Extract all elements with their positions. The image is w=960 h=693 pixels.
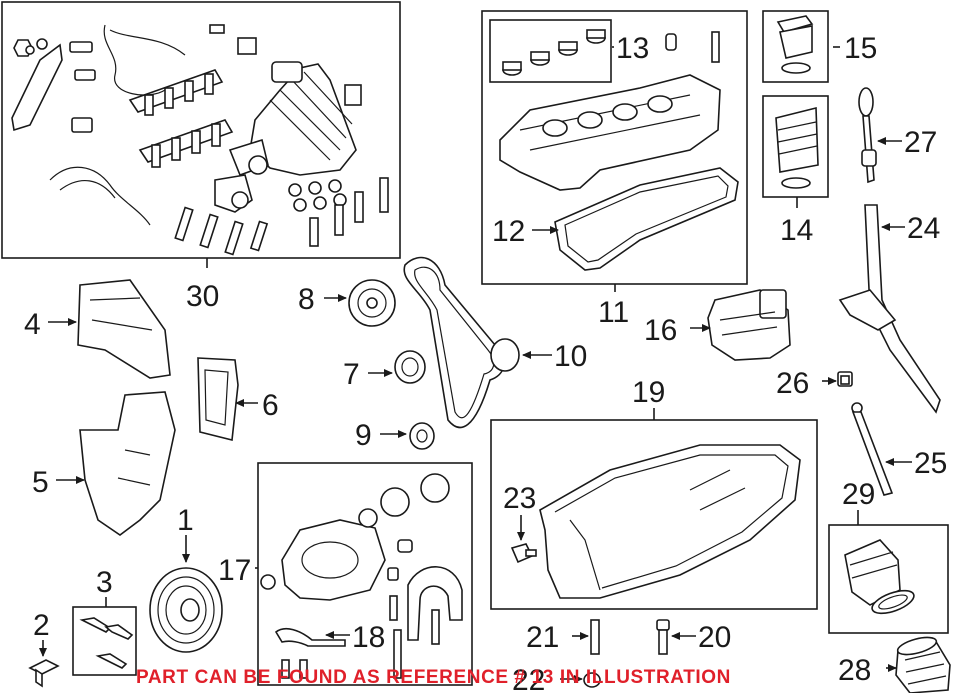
dipstick-group[interactable]: 27 24 26 25: [776, 87, 947, 496]
drain-plug-drawing: [510, 543, 537, 564]
filter-insert-drawing: [775, 106, 819, 189]
filter-housing-drawing: [844, 539, 915, 615]
group-17-oil-pump[interactable]: 17 18: [218, 462, 473, 686]
callout-18: 18: [352, 621, 385, 654]
dipstick-drawing: [858, 87, 877, 184]
callout-7: 7: [343, 358, 360, 391]
callout-20: 20: [698, 621, 731, 654]
oil-filter-drawing: [895, 636, 951, 693]
callout-25: 25: [914, 447, 947, 480]
bolt-20-drawing: [656, 619, 670, 655]
fasteners-and-sensors-drawing: [25, 24, 389, 256]
callout-6: 6: [262, 389, 279, 422]
callout-22: 22: [512, 664, 545, 693]
callout-29: 29: [842, 478, 875, 511]
fuel-injectors-drawing: [128, 69, 234, 168]
camshaft-sprocket-drawing: [348, 279, 396, 327]
part-2-bolt[interactable]: 2: [28, 609, 60, 688]
timing-belt-drawing: [403, 256, 520, 429]
callout-14: 14: [780, 214, 813, 247]
group-29-filter-housing[interactable]: 29: [828, 478, 949, 634]
callout-21: 21: [526, 621, 559, 654]
bolt-26-drawing: [837, 371, 853, 387]
callout-8: 8: [298, 283, 315, 316]
part-1-crank-pulley[interactable]: 1: [149, 504, 223, 653]
tube-25-drawing: [851, 402, 894, 496]
group-11-valve-cover[interactable]: 13 12 11: [481, 10, 748, 329]
valve-cover-drawing: [499, 74, 721, 191]
oil-pump-drawing: [260, 473, 463, 679]
bolts-3-drawing: [79, 617, 134, 669]
valve-cover-gasket-drawing: [554, 167, 739, 271]
group-30-frame: [1, 1, 401, 259]
seal-caps-drawing: [502, 29, 720, 76]
group-15-filler-cap[interactable]: 15: [762, 10, 877, 83]
callout-28: 28: [838, 654, 871, 687]
callout-5: 5: [32, 466, 49, 499]
callout-19: 19: [632, 376, 665, 409]
part-28-oil-filter[interactable]: 28: [838, 634, 951, 693]
timing-belt-group[interactable]: 8 7 9 10: [298, 256, 587, 452]
group-17-frame: [257, 462, 473, 686]
callout-12: 12: [492, 215, 525, 248]
crank-pulley-drawing: [149, 567, 223, 653]
dipstick-tube-drawing: [838, 204, 941, 414]
callout-4: 4: [24, 308, 41, 341]
wiring-harness-drawing: [11, 24, 186, 226]
callout-10: 10: [554, 340, 587, 373]
callout-11: 11: [598, 296, 629, 329]
reference-notice: PART CAN BE FOUND AS REFERENCE # 13 IN I…: [136, 667, 731, 688]
oil-pan-drawing: [539, 444, 801, 599]
group-14-filter-insert[interactable]: 14: [762, 95, 829, 247]
group-19-oil-pan[interactable]: 19 23: [490, 376, 818, 610]
crank-sprocket-drawing: [409, 422, 435, 450]
timing-covers-group[interactable]: 4 5 6: [24, 279, 279, 536]
group-13-inner-frame: [489, 19, 612, 83]
filler-cap-drawing: [776, 15, 814, 74]
callout-9: 9: [355, 419, 372, 452]
callout-17: 17: [218, 554, 251, 587]
bolt-2-drawing: [28, 659, 60, 688]
callout-15: 15: [844, 32, 877, 65]
group-15-frame: [762, 10, 829, 83]
callout-13: 13: [616, 32, 649, 65]
callout-16: 16: [644, 314, 677, 347]
idler-pulley-drawing: [394, 350, 426, 384]
plug-22-drawing: [583, 672, 601, 688]
part-3-bolt-kit[interactable]: 3: [72, 566, 137, 676]
group-30-intake-assembly[interactable]: 30: [1, 1, 401, 313]
cover-seal-drawing: [197, 357, 239, 441]
callout-26: 26: [776, 367, 809, 400]
module-16-drawing: [707, 289, 791, 361]
pan-fasteners-group[interactable]: 21 20 22: [512, 619, 731, 693]
callout-1: 1: [177, 504, 194, 537]
callout-24: 24: [907, 212, 940, 245]
callout-27: 27: [904, 126, 937, 159]
intake-manifold-drawing: [214, 61, 357, 213]
callout-3: 3: [96, 566, 113, 599]
callout-23: 23: [503, 482, 536, 515]
group-29-frame: [828, 524, 949, 634]
group-14-frame: [762, 95, 829, 198]
stud-21-drawing: [590, 619, 600, 655]
part-16-module[interactable]: 16: [644, 289, 791, 361]
upper-timing-cover-drawing: [77, 279, 171, 379]
lower-timing-cover-drawing: [79, 391, 176, 536]
callout-30: 30: [186, 280, 219, 313]
callout-2: 2: [33, 609, 50, 642]
group-3-frame: [72, 606, 137, 676]
